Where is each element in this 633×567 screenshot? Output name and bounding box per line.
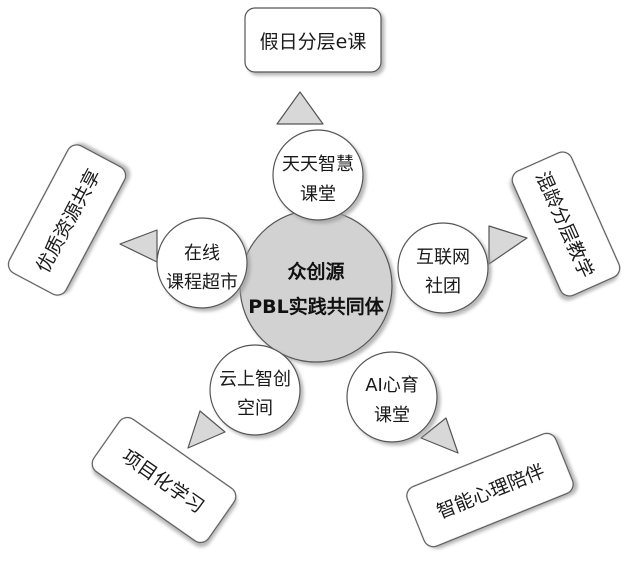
outer-box-right: 混龄分层教学 — [511, 151, 621, 297]
inner-node-bottom-right: AI心育 课堂 — [346, 351, 438, 443]
inner-node-right-line2: 社团 — [425, 276, 461, 297]
inner-node-left: 在线 课程超市 — [156, 217, 248, 309]
outer-box-top: 假日分层e课 — [244, 7, 382, 73]
center-title-line2: PBL实践共同体 — [248, 295, 385, 318]
inner-node-left-line2: 课程超市 — [166, 272, 238, 293]
arrow-bottom-left — [187, 410, 226, 449]
inner-node-left-line1: 在线 — [184, 243, 220, 264]
inner-node-bottom-right-line1: AI心育 — [365, 375, 419, 396]
inner-node-top-line2: 课堂 — [300, 184, 336, 205]
inner-node-top: 天天智慧 课堂 — [272, 129, 364, 221]
arrow-left — [119, 229, 158, 263]
inner-node-bottom-left-line2: 空间 — [237, 398, 273, 419]
outer-box-top-label: 假日分层e课 — [260, 31, 367, 53]
outer-box-left: 优质资源共享 — [7, 144, 127, 296]
center-title-line1: 众创源 — [287, 260, 344, 283]
inner-node-right: 互联网 社团 — [397, 222, 489, 314]
inner-node-right-line1: 互联网 — [416, 247, 470, 268]
inner-node-top-line1: 天天智慧 — [282, 154, 354, 175]
inner-node-bottom-left: 云上智创 空间 — [209, 344, 301, 436]
inner-nodes-layer: 天天智慧 课堂 互联网 社团 AI心育 课堂 云上智创 空间 在线 课程 — [156, 129, 489, 443]
arrows-layer — [119, 91, 528, 454]
center-hub: 众创源 PBL实践共同体 — [239, 209, 393, 363]
inner-node-bottom-right-line2: 课堂 — [374, 405, 410, 426]
inner-node-bottom-left-line1: 云上智创 — [219, 369, 291, 390]
center-circle — [239, 209, 393, 363]
arrow-top — [276, 91, 324, 125]
outer-box-bottom-right: 智能心理陪伴 — [406, 432, 574, 548]
arrow-bottom-right — [420, 417, 459, 454]
arrow-right — [488, 225, 528, 265]
